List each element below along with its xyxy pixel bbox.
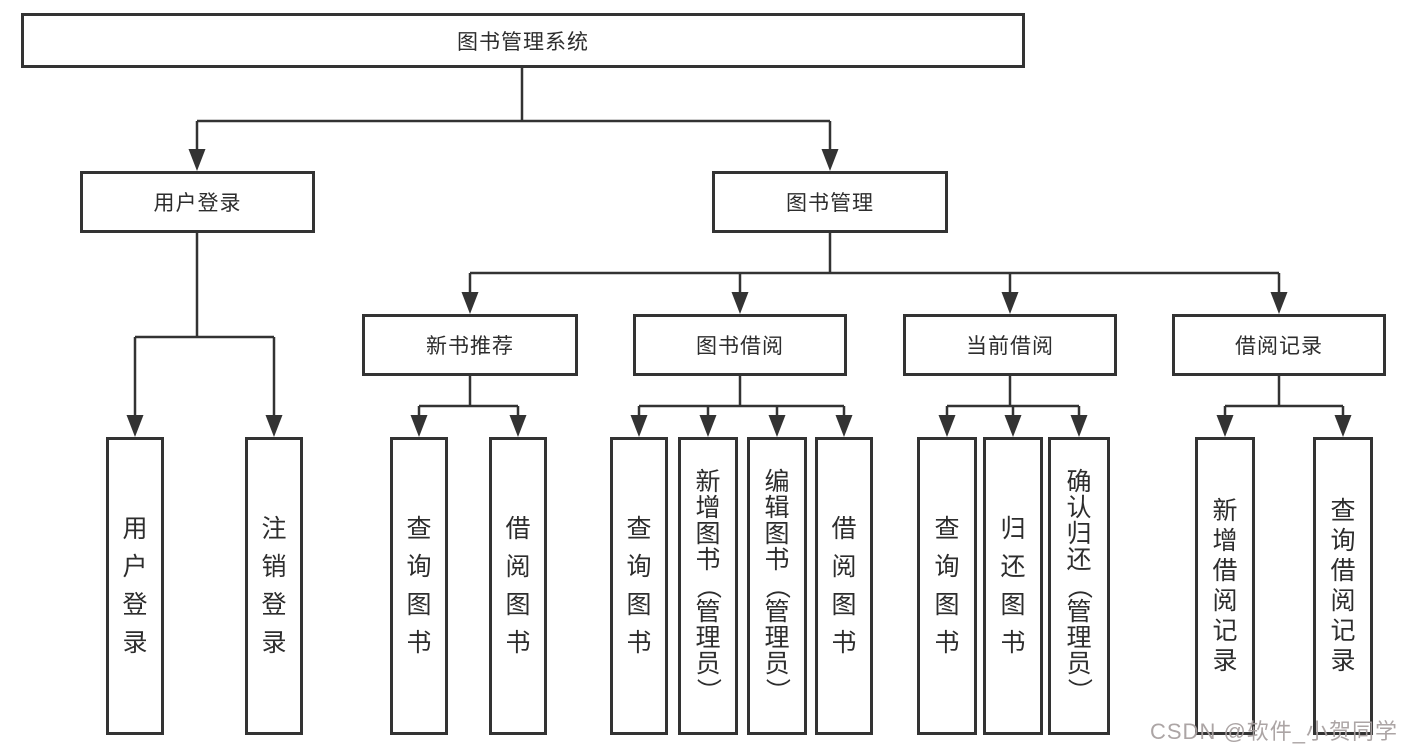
node-user-login: 用户登录	[80, 171, 315, 233]
node-label: 归还图书	[1000, 514, 1026, 657]
node-label: 新增图书（管理员）	[694, 467, 723, 703]
node-label: 借阅记录	[1235, 335, 1323, 358]
node-label: 用户登录	[122, 514, 148, 657]
leaf-borrow-books-recommend: 借阅图书	[489, 437, 547, 735]
node-label: 图书管理系统	[457, 30, 589, 54]
leaf-add-borrow-record: 新增借阅记录	[1195, 437, 1255, 735]
node-label: 借阅图书	[505, 514, 531, 657]
node-label: 新书推荐	[426, 335, 514, 358]
node-library-management-system: 图书管理系统	[21, 13, 1025, 68]
leaf-return-books: 归还图书	[983, 437, 1043, 735]
leaf-confirm-return-admin: 确认归还（管理员）	[1048, 437, 1110, 735]
node-label: 确认归还（管理员）	[1065, 467, 1094, 703]
node-book-management: 图书管理	[712, 171, 948, 233]
leaf-logout: 注销登录	[245, 437, 303, 735]
leaf-query-books-borrow: 查询图书	[610, 437, 668, 735]
node-label: 图书管理	[786, 192, 874, 215]
node-current-borrowing: 当前借阅	[903, 314, 1117, 376]
node-label: 图书借阅	[696, 335, 784, 358]
node-label: 查询图书	[934, 514, 960, 657]
node-label: 注销登录	[261, 514, 287, 657]
leaf-query-borrow-record: 查询借阅记录	[1313, 437, 1373, 735]
node-label: 用户登录	[153, 192, 242, 215]
node-label: 当前借阅	[966, 335, 1054, 358]
csdn-watermark: CSDN @软件_小贺同学	[1150, 719, 1399, 744]
leaf-borrow-books: 借阅图书	[815, 437, 873, 735]
node-new-book-recommendation: 新书推荐	[362, 314, 578, 376]
leaf-edit-books-admin: 编辑图书（管理员）	[747, 437, 807, 735]
leaf-query-books-current: 查询图书	[917, 437, 977, 735]
node-label: 查询图书	[626, 514, 652, 657]
node-label: 查询图书	[406, 514, 432, 657]
node-label: 查询借阅记录	[1330, 496, 1356, 675]
node-book-borrowing: 图书借阅	[633, 314, 847, 376]
node-label: 新增借阅记录	[1212, 496, 1238, 675]
node-label: 编辑图书（管理员）	[763, 467, 792, 703]
leaf-add-books-admin: 新增图书（管理员）	[678, 437, 738, 735]
leaf-query-books-recommend: 查询图书	[390, 437, 448, 735]
node-label: 借阅图书	[831, 514, 857, 657]
leaf-user-login: 用户登录	[106, 437, 164, 735]
node-borrowing-records: 借阅记录	[1172, 314, 1386, 376]
